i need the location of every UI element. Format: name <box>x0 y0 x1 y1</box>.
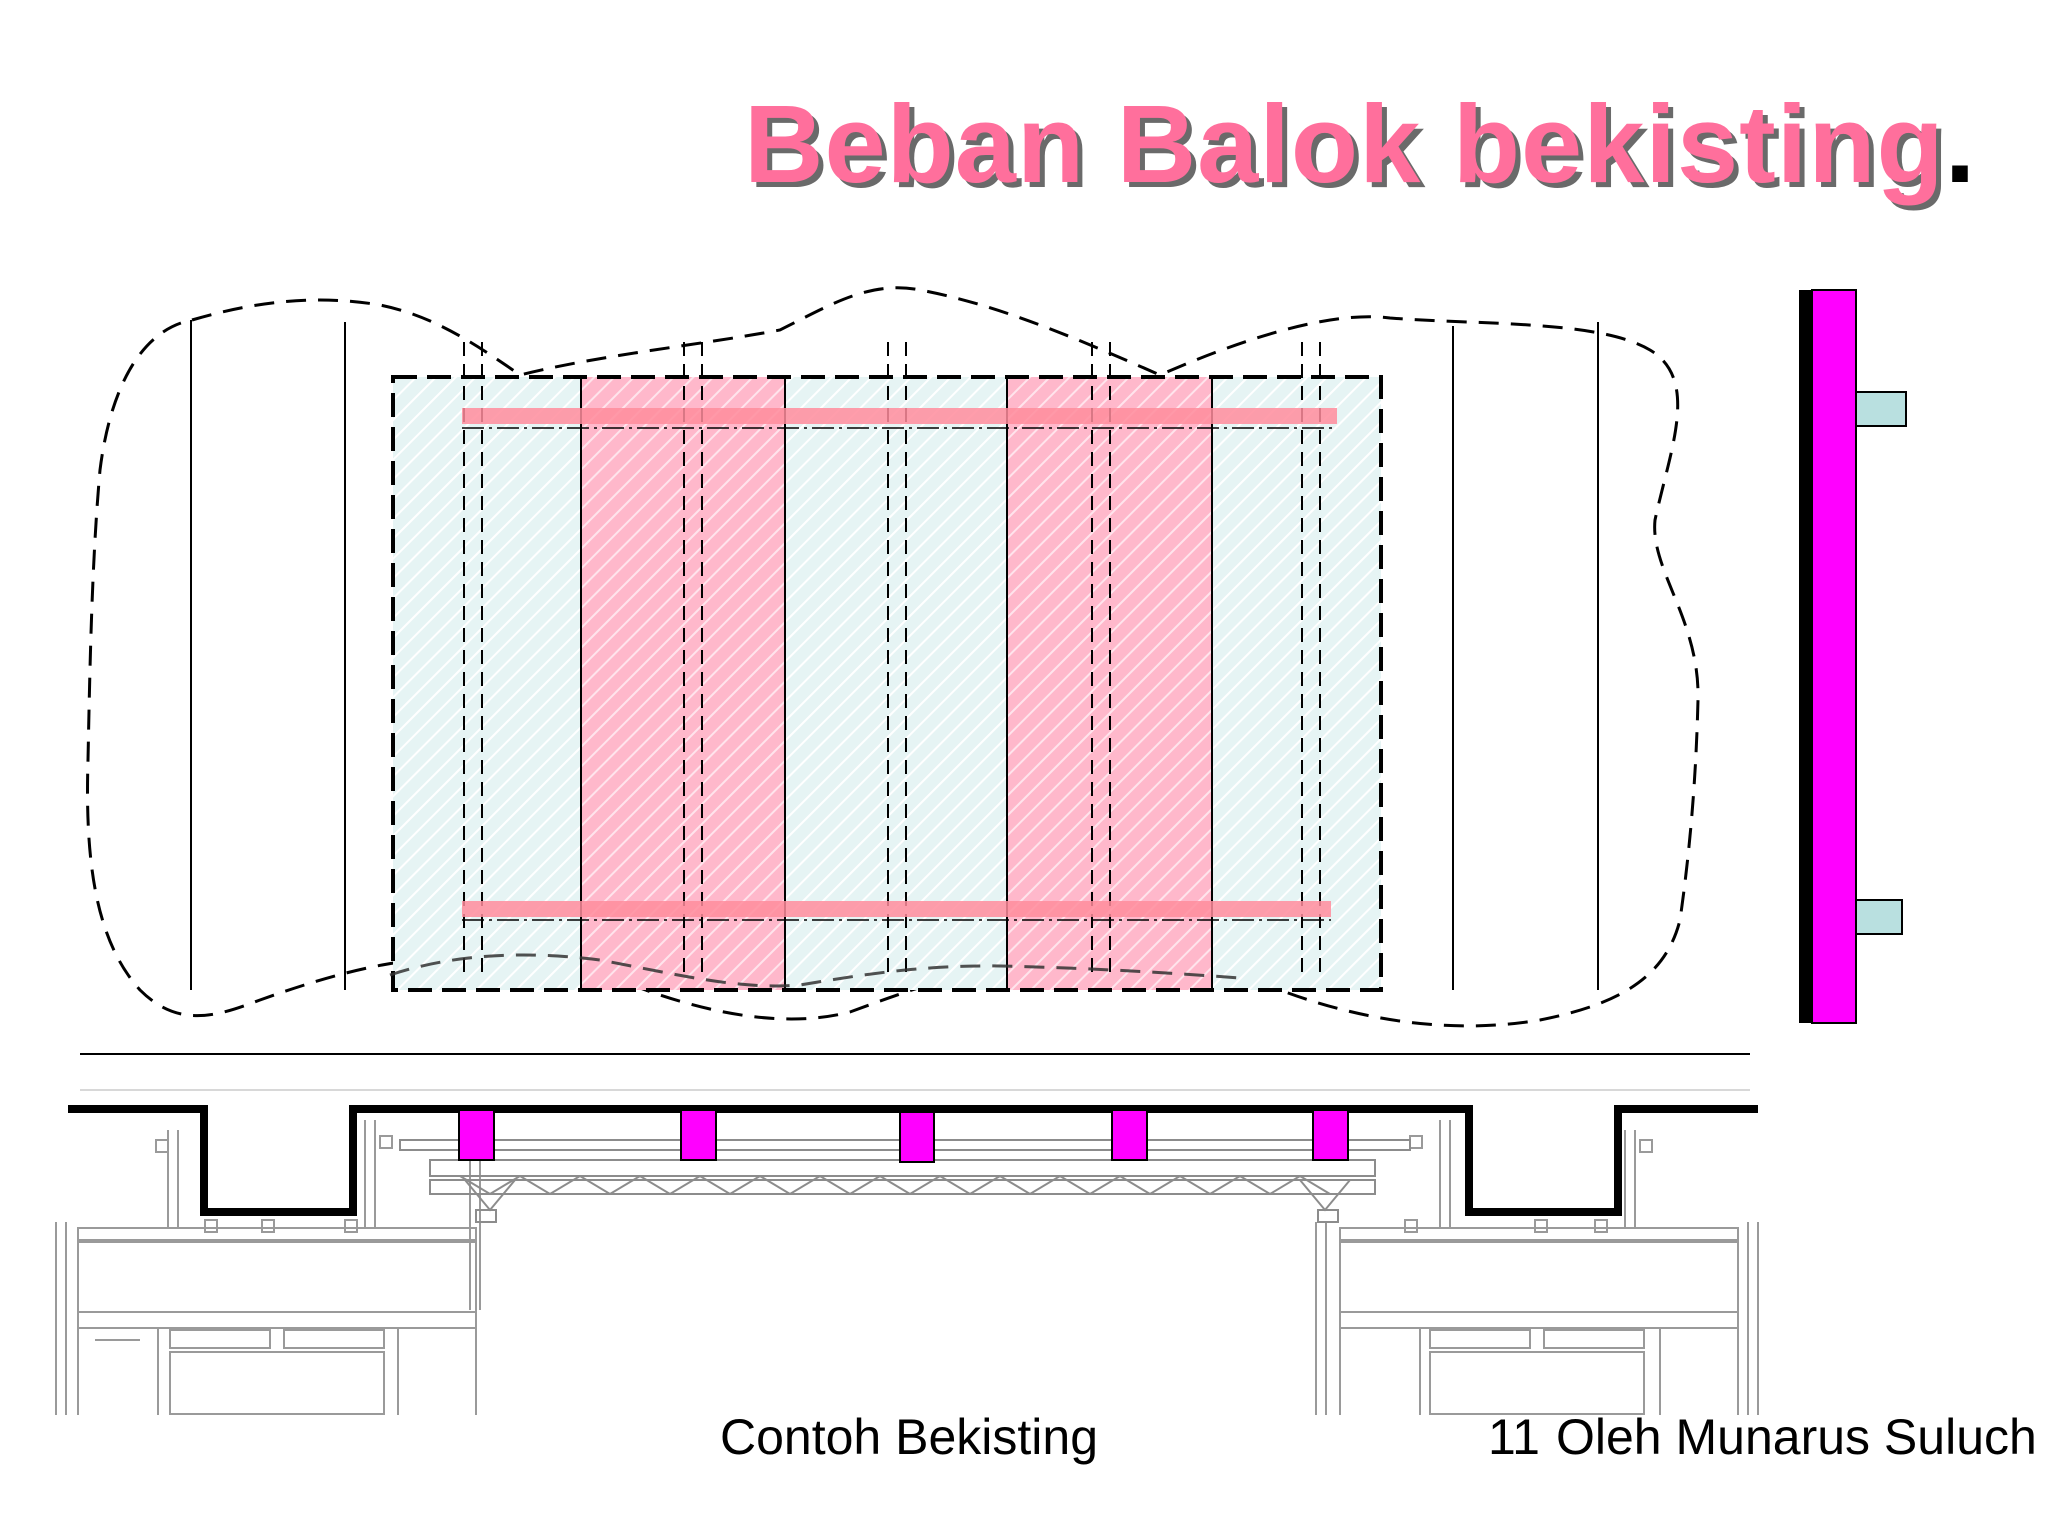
plan-view <box>86 286 1700 1028</box>
section-view <box>55 1105 1759 1415</box>
author-credit: Oleh Munarus Suluch <box>1556 1409 2037 1465</box>
beam-cleat-bottom <box>1855 899 1903 935</box>
beam-magenta-web <box>1811 289 1857 1024</box>
slab-outline-inner <box>389 953 1241 988</box>
panel-light-1 <box>393 377 581 990</box>
joist-section <box>680 1109 717 1161</box>
panel-light-3 <box>1212 377 1381 990</box>
title-period: . <box>1944 83 1977 206</box>
figure-caption: Contoh Bekisting <box>720 1409 1099 1465</box>
title-text: Beban Balok bekisting <box>744 83 1945 206</box>
beam-cleat-top <box>1855 391 1907 427</box>
bearer-bottom <box>462 901 1331 917</box>
panel-light-2 <box>785 377 1007 990</box>
joist-section <box>458 1109 495 1161</box>
scaffold-right <box>1315 1120 1759 1415</box>
joist-section <box>1312 1109 1349 1161</box>
page-number: 11 <box>1488 1409 1540 1465</box>
joist-section <box>899 1111 935 1163</box>
bearer-top <box>462 408 1337 424</box>
formwork-frame <box>391 375 1383 992</box>
beam-black-flange <box>1799 290 1813 1023</box>
beam-slab-profile <box>68 1105 1758 1216</box>
scaffold-left <box>55 1120 481 1415</box>
joist-section <box>1111 1109 1148 1161</box>
slide-title: Beban Balok bekisting. <box>744 90 1976 200</box>
beam-side-detail <box>1799 289 1907 1024</box>
slab-outline <box>86 286 1700 1028</box>
joist-lines <box>463 342 1321 975</box>
